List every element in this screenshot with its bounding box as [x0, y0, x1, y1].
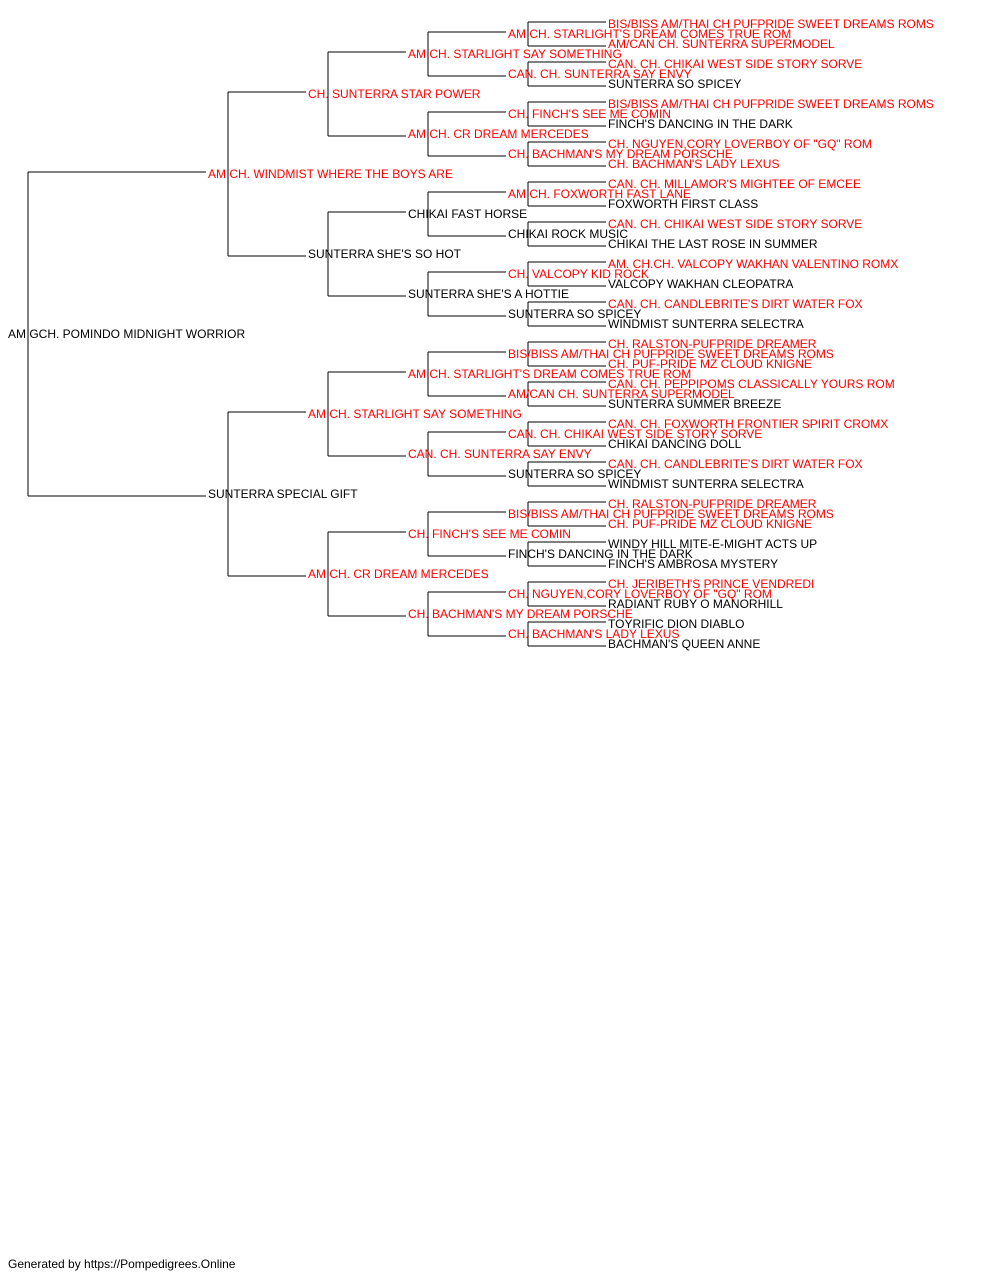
ancestor-name-gen5: SUNTERRA SUMMER BREEZE [608, 397, 782, 411]
ancestor-name-gen5: WINDY HILL MITE-E-MIGHT ACTS UP [608, 537, 818, 551]
ancestor-name-gen5: CAN. CH. CHIKAI WEST SIDE STORY SORVE [608, 217, 863, 231]
ancestor-name-gen5: CAN. CH. CANDLEBRITE'S DIRT WATER FOX [608, 297, 863, 311]
ancestor-name-gen5: CAN. CH. CHIKAI WEST SIDE STORY SORVE [608, 57, 863, 71]
ancestor-name-gen3: CHIKAI FAST HORSE [408, 207, 528, 221]
ancestor-name-gen3: SUNTERRA SHE'S A HOTTIE [408, 287, 569, 301]
ancestor-name-gen5: FINCH'S DANCING IN THE DARK [608, 117, 793, 131]
ancestor-name-gen2: CH. SUNTERRA STAR POWER [308, 87, 481, 101]
subject-dog-name: AM GCH. POMINDO MIDNIGHT WORRIOR [8, 327, 246, 341]
ancestor-name-gen5: VALCOPY WAKHAN CLEOPATRA [608, 277, 794, 291]
ancestor-name-gen5: TOYRIFIC DION DIABLO [608, 617, 745, 631]
ancestor-name-gen5: CH. RALSTON-PUFPRIDE DREAMER [608, 497, 817, 511]
ancestor-name-gen4: CH. BACHMAN'S LADY LEXUS [508, 627, 680, 641]
ancestor-name-gen5: AM/CAN CH. SUNTERRA SUPERMODEL [608, 37, 835, 51]
ancestor-name-gen4: CH. NGUYEN,CORY LOVERBOY OF "GQ" ROM [508, 587, 772, 601]
ancestor-name-gen4: AM CH. STARLIGHT'S DREAM COMES TRUE ROM [508, 27, 792, 41]
ancestor-name-gen5: AM. CH.CH. VALCOPY WAKHAN VALENTINO ROMX [608, 257, 899, 271]
ancestor-name-gen4: AM CH. FOXWORTH FAST LANE [508, 187, 691, 201]
ancestor-name-gen5: CAN. CH. PEPPIPOMS CLASSICALLY YOURS ROM [608, 377, 895, 391]
ancestor-name-gen3: CH. FINCH'S SEE ME COMIN [408, 527, 571, 541]
ancestor-name-gen3: AM CH. STARLIGHT SAY SOMETHING [408, 47, 622, 61]
ancestor-name-gen4: CH. VALCOPY KID ROCK [508, 267, 649, 281]
ancestor-name-gen3: CH. BACHMAN'S MY DREAM PORSCHE [408, 607, 633, 621]
ancestor-name-gen4: SUNTERRA SO SPICEY [508, 307, 642, 321]
ancestor-name-gen5: FOXWORTH FIRST CLASS [608, 197, 759, 211]
ancestor-name-gen4: FINCH'S DANCING IN THE DARK [508, 547, 693, 561]
ancestor-name-gen4: BIS/BISS AM/THAI CH PUFPRIDE SWEET DREAM… [508, 507, 834, 521]
ancestor-name-gen3: AM CH. CR DREAM MERCEDES [408, 127, 589, 141]
ancestor-name-gen5: CAN. CH. FOXWORTH FRONTIER SPIRIT CROMX [608, 417, 889, 431]
generated-by-footer: Generated by https://Pompedigrees.Online [8, 1257, 236, 1271]
ancestor-name-gen5: CH. BACHMAN'S LADY LEXUS [608, 157, 780, 171]
ancestor-name-gen1: AM CH. WINDMIST WHERE THE BOYS ARE [208, 167, 453, 181]
ancestor-name-gen5: WINDMIST SUNTERRA SELECTRA [608, 477, 804, 491]
ancestor-name-gen5: BIS/BISS AM/THAI CH PUFPRIDE SWEET DREAM… [608, 97, 934, 111]
ancestor-name-gen3: AM CH. STARLIGHT'S DREAM COMES TRUE ROM [408, 367, 692, 381]
ancestor-name-gen5: CH. PUF-PRIDE MZ CLOUD KNIGNE [608, 357, 813, 371]
ancestor-name-gen3: CAN. CH. SUNTERRA SAY ENVY [408, 447, 592, 461]
ancestor-name-gen5: FINCH'S AMBROSA MYSTERY [608, 557, 779, 571]
ancestor-name-gen4: BIS/BISS AM/THAI CH PUFPRIDE SWEET DREAM… [508, 347, 834, 361]
ancestor-name-gen4: CAN. CH. CHIKAI WEST SIDE STORY SORVE [508, 427, 763, 441]
ancestor-name-gen5: CAN. CH. CANDLEBRITE'S DIRT WATER FOX [608, 457, 863, 471]
ancestor-name-gen5: RADIANT RUBY O MANORHILL [608, 597, 783, 611]
ancestor-name-gen5: CHIKAI THE LAST ROSE IN SUMMER [608, 237, 818, 251]
ancestor-name-gen4: AM/CAN CH. SUNTERRA SUPERMODEL [508, 387, 735, 401]
ancestor-name-gen5: CH. JERIBETH'S PRINCE VENDREDI [608, 577, 815, 591]
ancestor-name-gen2: SUNTERRA SHE'S SO HOT [308, 247, 461, 261]
ancestor-name-gen5: SUNTERRA SO SPICEY [608, 77, 742, 91]
ancestor-name-gen5: CH. PUF-PRIDE MZ CLOUD KNIGNE [608, 517, 813, 531]
ancestor-name-gen5: BIS/BISS AM/THAI CH PUFPRIDE SWEET DREAM… [608, 17, 934, 31]
ancestor-name-gen1: SUNTERRA SPECIAL GIFT [208, 487, 358, 501]
ancestor-name-gen4: SUNTERRA SO SPICEY [508, 467, 642, 481]
ancestor-name-gen5: CH. RALSTON-PUFPRIDE DREAMER [608, 337, 817, 351]
ancestor-name-gen5: CAN. CH. MILLAMOR'S MIGHTEE OF EMCEE [608, 177, 861, 191]
ancestor-name-gen4: CHIKAI ROCK MUSIC [508, 227, 629, 241]
ancestor-name-gen5: WINDMIST SUNTERRA SELECTRA [608, 317, 804, 331]
ancestor-name-gen5: BACHMAN'S QUEEN ANNE [608, 637, 761, 651]
ancestor-name-gen2: AM CH. CR DREAM MERCEDES [308, 567, 489, 581]
ancestor-name-gen4: CAN. CH. SUNTERRA SAY ENVY [508, 67, 692, 81]
ancestor-name-gen4: CH. BACHMAN'S MY DREAM PORSCHE [508, 147, 733, 161]
ancestor-name-gen5: CHIKAI DANCING DOLL [608, 437, 742, 451]
ancestor-name-gen2: AM CH. STARLIGHT SAY SOMETHING [308, 407, 522, 421]
ancestor-name-gen4: CH. FINCH'S SEE ME COMIN [508, 107, 671, 121]
ancestor-name-gen5: CH. NGUYEN,CORY LOVERBOY OF "GQ" ROM [608, 137, 872, 151]
